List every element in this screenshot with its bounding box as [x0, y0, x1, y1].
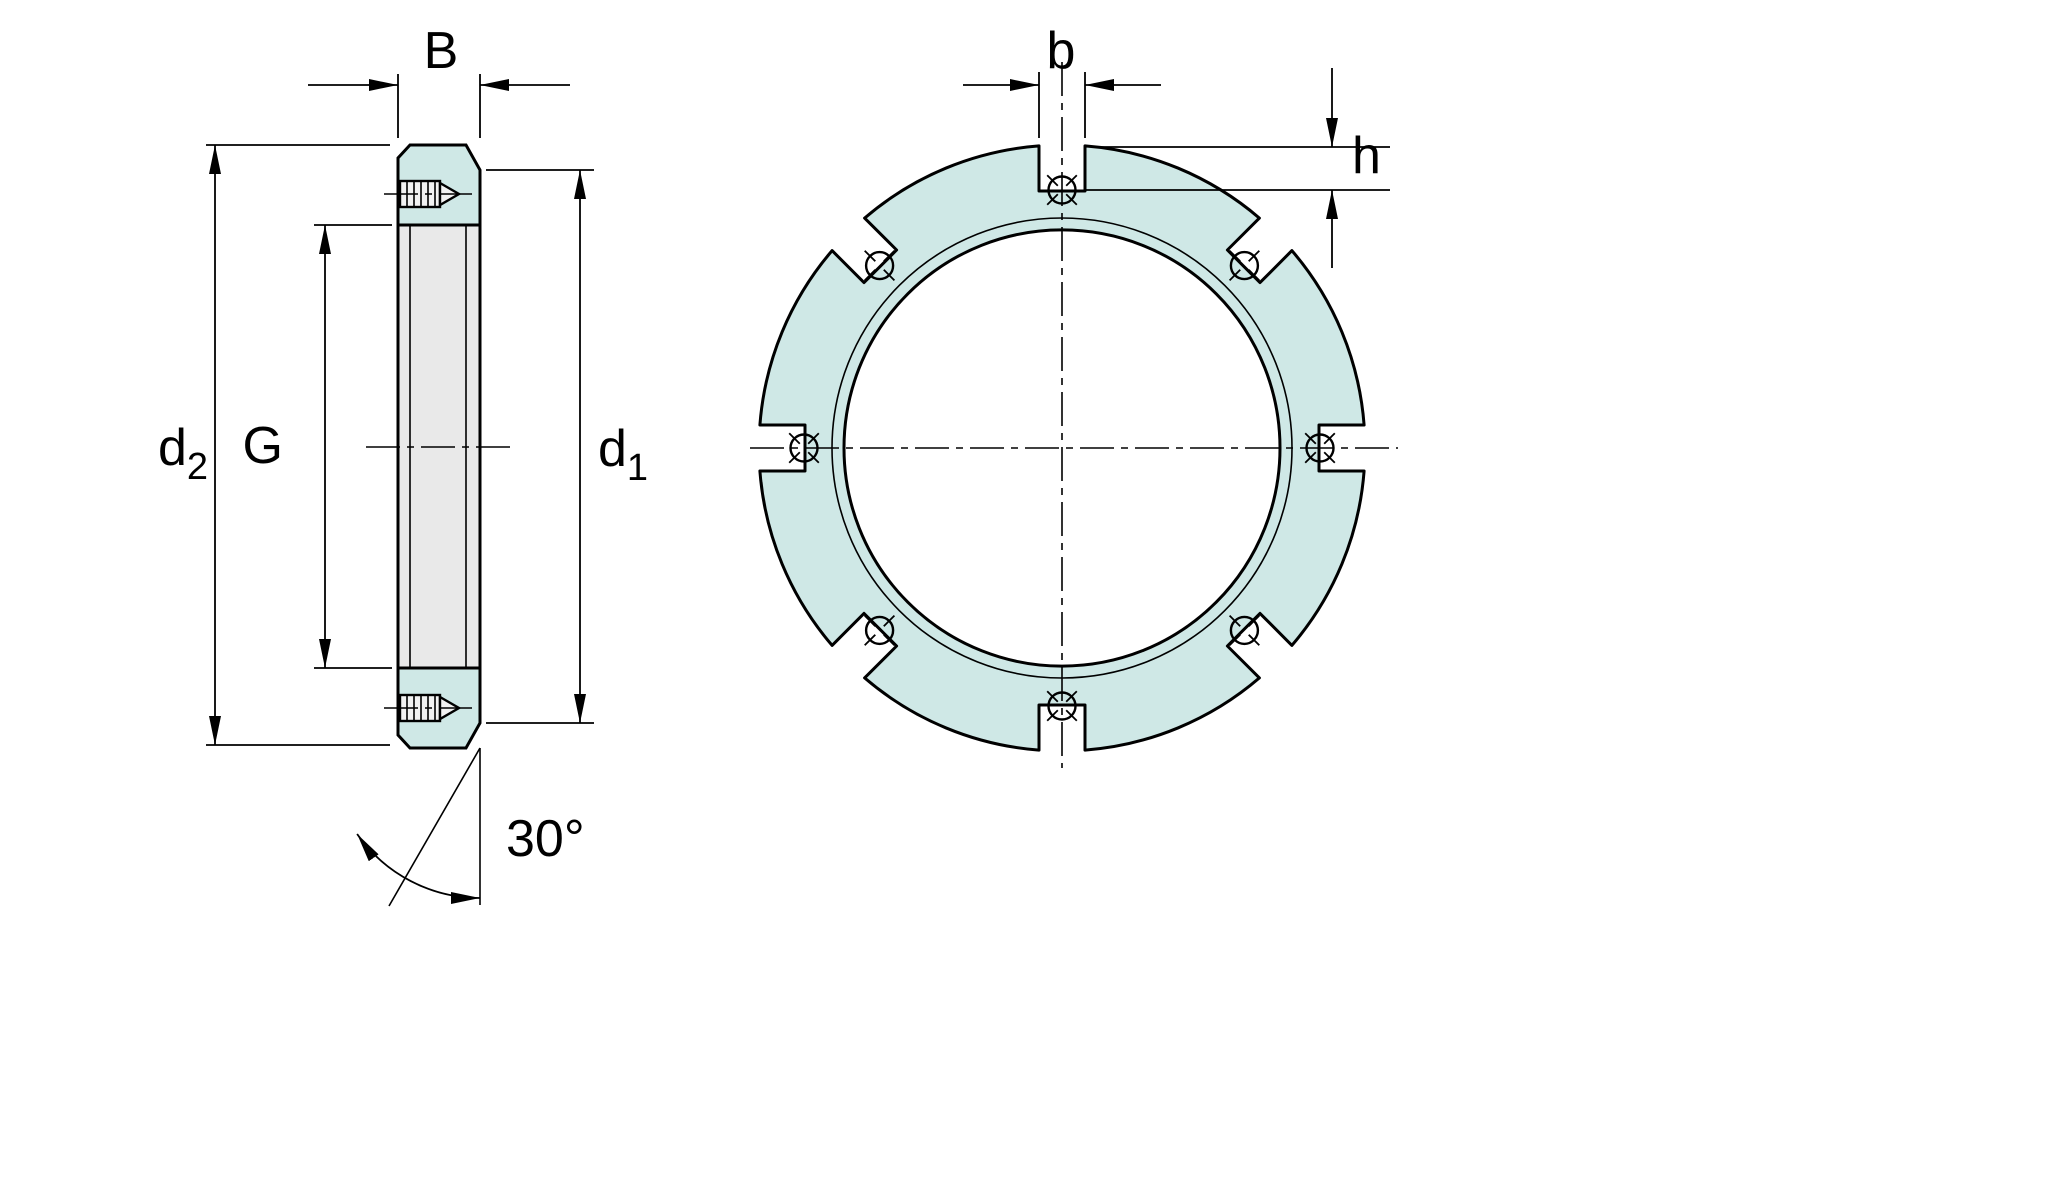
screw-cross-tick	[1323, 432, 1336, 445]
screw-cross-tick	[1228, 614, 1241, 627]
set-screw-holes	[788, 174, 1336, 722]
set-screw-hole	[1305, 433, 1335, 463]
screw-cross-tick	[788, 432, 801, 445]
dimension-d1: d1	[486, 169, 648, 724]
set-screw-hole	[1229, 615, 1260, 646]
screw-cross-tick	[1065, 174, 1078, 187]
set-screw-hole	[1047, 175, 1077, 205]
screw-cross-tick	[1046, 690, 1059, 703]
set-screw-hole	[864, 250, 895, 281]
screw-cross-tick	[788, 451, 801, 464]
screw-cross-tick	[883, 634, 896, 646]
locknut-ring-face	[758, 144, 1366, 752]
label-angle: 30°	[506, 810, 585, 868]
dimension-d2: d2	[158, 144, 390, 746]
screw-cross-tick	[1248, 634, 1260, 646]
screw-cross-tick	[1046, 174, 1059, 187]
screw-cross-tick	[1304, 432, 1317, 445]
screw-cross-tick	[864, 269, 876, 282]
screw-cross-tick	[883, 250, 896, 262]
label-G: G	[243, 417, 283, 475]
screw-cross-tick	[1046, 709, 1059, 722]
dimension-b: b	[963, 22, 1161, 138]
set-screw-hole	[864, 615, 895, 646]
screw-cross-tick	[1065, 690, 1078, 703]
dimension-B: B	[308, 22, 570, 138]
screw-cross-tick	[1228, 634, 1241, 646]
screw-cross-tick	[1304, 451, 1317, 464]
screw-cross-tick	[1046, 193, 1059, 206]
screw-cross-tick	[1065, 709, 1078, 722]
screw-cross-tick	[1248, 614, 1260, 627]
screw-cross-tick	[864, 250, 876, 262]
screw-cross-tick	[1065, 193, 1078, 206]
screw-cross-tick	[883, 269, 896, 282]
screw-cross-tick	[1228, 269, 1241, 282]
label-h: h	[1352, 127, 1381, 185]
dimension-chamfer-angle: 30°	[356, 747, 585, 907]
set-screw-top	[384, 179, 472, 209]
screw-cross-tick	[1248, 250, 1260, 262]
screw-cross-tick	[864, 634, 876, 646]
screw-cross-tick	[1248, 269, 1260, 282]
label-B: B	[424, 22, 459, 80]
set-screw-hole	[1229, 250, 1260, 281]
set-screw-hole	[1047, 691, 1077, 721]
set-screw-hole	[789, 433, 819, 463]
screw-cross-tick	[883, 614, 896, 627]
label-d2: d2	[158, 419, 208, 488]
angle-reference-line-slanted	[388, 747, 481, 907]
screw-cross-tick	[807, 432, 820, 445]
label-d1: d1	[598, 420, 648, 489]
screw-cross-tick	[1323, 451, 1336, 464]
dimension-G: G	[243, 224, 392, 669]
section-view: B d2 G d1	[158, 22, 648, 907]
screw-cross-tick	[807, 451, 820, 464]
front-view: b h	[750, 22, 1398, 768]
dimension-h: h	[1086, 68, 1390, 268]
screw-cross-tick	[864, 614, 876, 627]
label-b: b	[1047, 22, 1076, 80]
screw-cross-tick	[1228, 250, 1241, 262]
set-screw-bottom	[384, 693, 472, 723]
angle-arc	[356, 833, 481, 904]
